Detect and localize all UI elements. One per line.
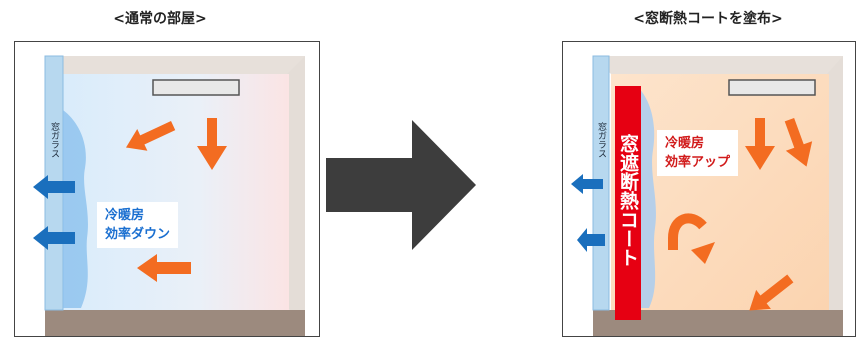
efficiency-up-label: 冷暖房 効率アップ (657, 130, 739, 176)
window-glass-label: 窓ガラス (596, 122, 606, 158)
efficiency-down-label: 冷暖房 効率ダウン (97, 202, 179, 248)
window-glass-label: 窓ガラス (49, 122, 59, 158)
left-room-frame: 窓ガラス 冷暖房 効率ダウン (14, 41, 320, 337)
room-interior (63, 74, 289, 310)
orange-arrow-icon (691, 242, 715, 264)
floor (593, 310, 843, 336)
orange-arrow-icon (197, 118, 227, 170)
right-wall (287, 56, 305, 322)
ceiling (45, 56, 305, 74)
effect-line-1: 冷暖房 (665, 136, 705, 151)
insulation-coating (615, 86, 641, 320)
blue-arrow-icon (33, 175, 75, 199)
orange-arrow-icon (125, 121, 176, 151)
blue-arrow-icon (33, 226, 75, 250)
right-arrow-icon (326, 120, 476, 250)
effect-line-1: 冷暖房 (105, 208, 145, 223)
orange-arrow-icon (784, 117, 813, 167)
orange-arrow-icon (137, 254, 191, 282)
cold-draft-zone (63, 110, 88, 308)
right-panel-title: <窓断熱コートを塗布> (633, 11, 783, 27)
right-room-frame: 窓ガラス 窓遮断熱コート 冷暖房 効率アップ (562, 41, 856, 337)
left-room-illustration (33, 55, 305, 336)
coating-label: 窓遮断熱コート (617, 134, 639, 267)
blue-arrow-icon (571, 174, 603, 194)
effect-line-2: 効率アップ (665, 155, 731, 170)
orange-arrow-icon (749, 274, 794, 311)
blue-arrow-icon (577, 228, 605, 252)
floor (45, 310, 305, 336)
right-room-illustration (571, 55, 843, 336)
air-conditioner-icon (152, 79, 240, 96)
cold-zone (637, 86, 656, 308)
effect-line-2: 効率ダウン (105, 227, 171, 242)
orange-arrow-icon (745, 118, 775, 170)
orange-arrow-icon (668, 213, 707, 250)
right-wall (827, 56, 843, 322)
left-panel-title: <通常の部屋> (113, 11, 207, 27)
air-conditioner-icon (728, 79, 816, 96)
ceiling (593, 56, 843, 74)
